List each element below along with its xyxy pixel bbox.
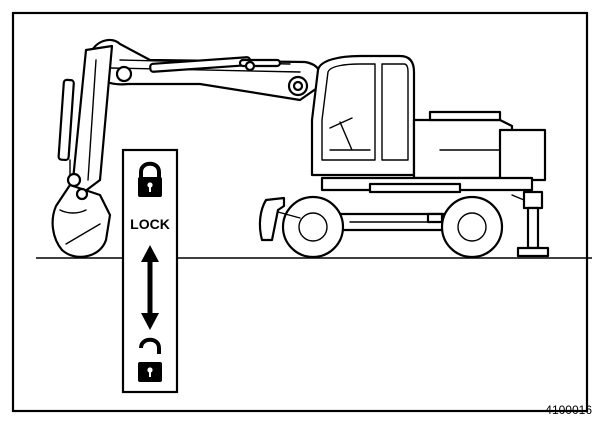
boom-cylinder — [149, 56, 282, 73]
lock-indicator-panel: LOCK — [121, 148, 179, 394]
padlock-open-icon — [138, 337, 162, 382]
cab — [310, 54, 416, 177]
boom — [88, 38, 323, 102]
figure-number: 4100016 — [545, 403, 592, 417]
front-wheel — [281, 195, 345, 259]
dipper-arm — [70, 44, 114, 197]
double-arrow-vertical-icon — [141, 245, 159, 330]
rear-wheel — [440, 195, 504, 259]
dozer-blade — [258, 196, 301, 242]
upper-structure — [412, 110, 547, 182]
excavator-drawing — [51, 38, 550, 259]
lock-label: LOCK — [130, 216, 170, 232]
bucket — [51, 172, 112, 258]
outrigger — [511, 190, 550, 258]
padlock-closed-icon — [138, 161, 162, 197]
